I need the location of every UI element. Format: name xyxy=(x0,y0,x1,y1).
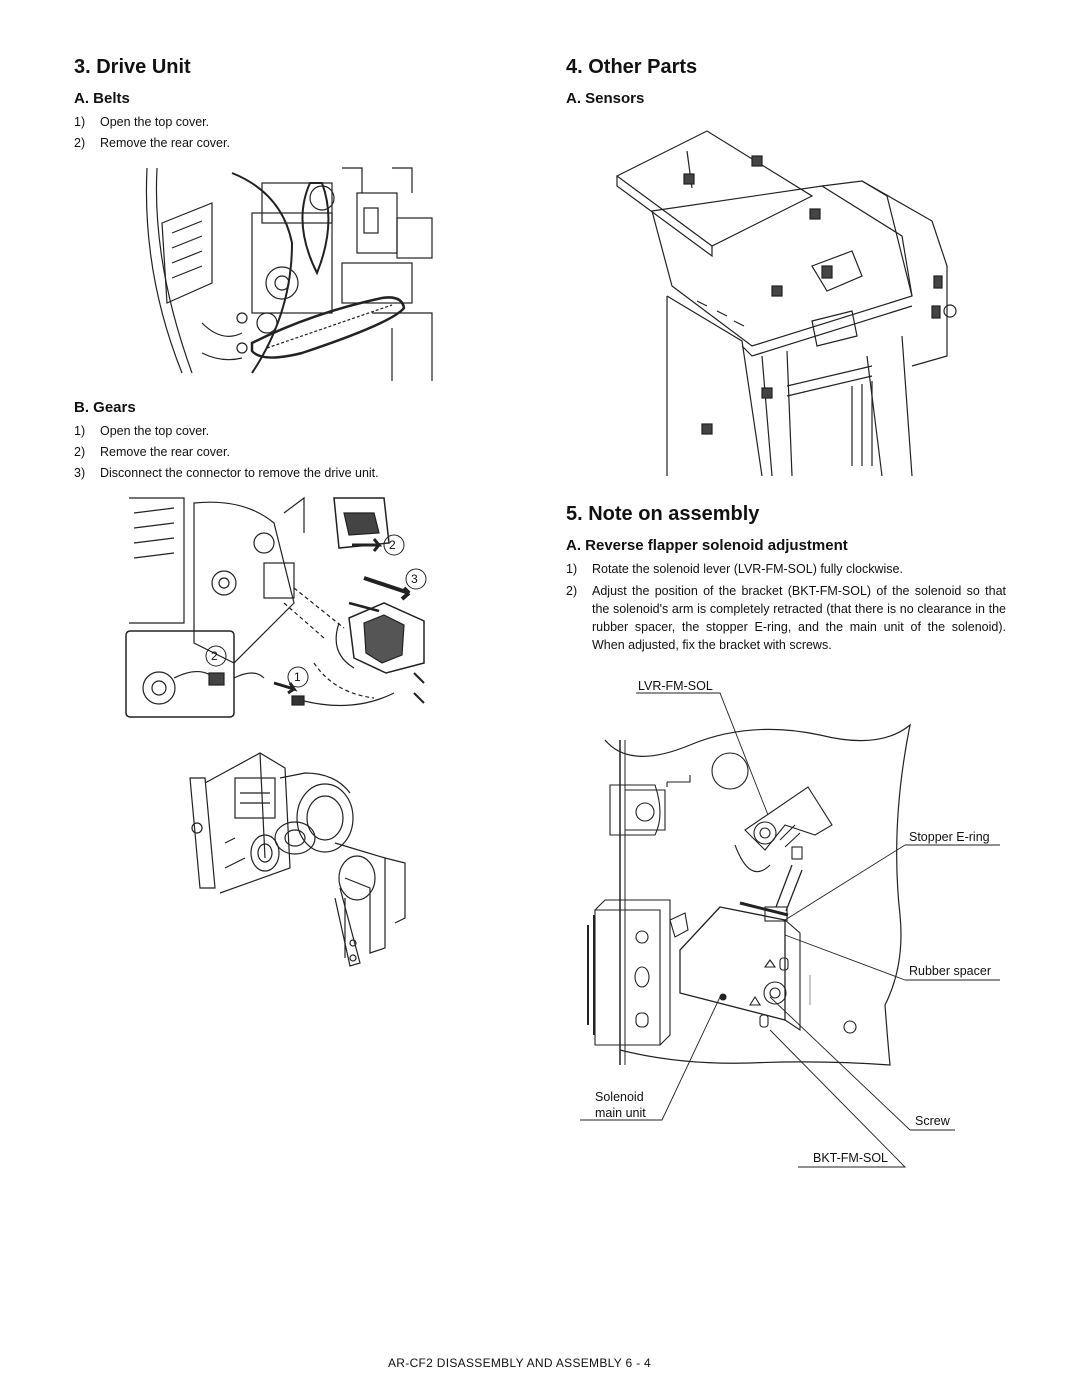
page-footer: AR-CF2 DISASSEMBLY AND ASSEMBLY 6 - 4 xyxy=(388,1356,651,1370)
gears-heading: B. Gears xyxy=(74,399,136,416)
label-solenoid-line2: main unit xyxy=(595,1106,646,1120)
gears-removal-figure: 2 3 2 1 xyxy=(124,493,434,720)
gears-step-3: 3) Disconnect the connector to remove th… xyxy=(74,466,379,480)
assembly-step-2: 2) Adjust the position of the bracket (B… xyxy=(566,584,1006,652)
sensors-figure xyxy=(612,126,957,476)
solenoid-diagram: LVR-FM-SOL Stopper E-ring Rubber spacer … xyxy=(570,675,1010,1170)
note-on-assembly-heading: 5. Note on assembly xyxy=(566,503,760,525)
callout-1: 1 xyxy=(294,670,301,684)
gears-step-2: 2) Remove the rear cover. xyxy=(74,445,230,459)
label-lvr-fm-sol: LVR-FM-SOL xyxy=(638,679,713,693)
label-rubber-spacer: Rubber spacer xyxy=(909,964,991,978)
gears-step-1: 1) Open the top cover. xyxy=(74,424,210,438)
belts-step-1: 1) Open the top cover. xyxy=(74,115,210,129)
callout-3: 3 xyxy=(411,572,418,586)
belts-figure xyxy=(142,163,438,381)
label-bkt-fm-sol: BKT-FM-SOL xyxy=(813,1151,889,1165)
belts-heading: A. Belts xyxy=(74,90,130,107)
drive-unit-figure xyxy=(185,748,410,970)
label-solenoid-line1: Solenoid xyxy=(595,1090,644,1104)
callout-2-top: 2 xyxy=(389,538,396,552)
sensors-heading: A. Sensors xyxy=(566,90,645,107)
other-parts-heading: 4. Other Parts xyxy=(566,56,698,78)
belts-step-2: 2) Remove the rear cover. xyxy=(74,136,230,150)
label-stopper-e-ring: Stopper E-ring xyxy=(909,830,990,844)
assembly-step-1: 1) Rotate the solenoid lever (LVR-FM-SOL… xyxy=(566,562,903,576)
solenoid-adjustment-heading: A. Reverse flapper solenoid adjustment xyxy=(566,537,848,554)
drive-unit-heading: 3. Drive Unit xyxy=(74,56,191,78)
callout-2-inset: 2 xyxy=(211,649,218,663)
label-screw: Screw xyxy=(915,1114,950,1128)
